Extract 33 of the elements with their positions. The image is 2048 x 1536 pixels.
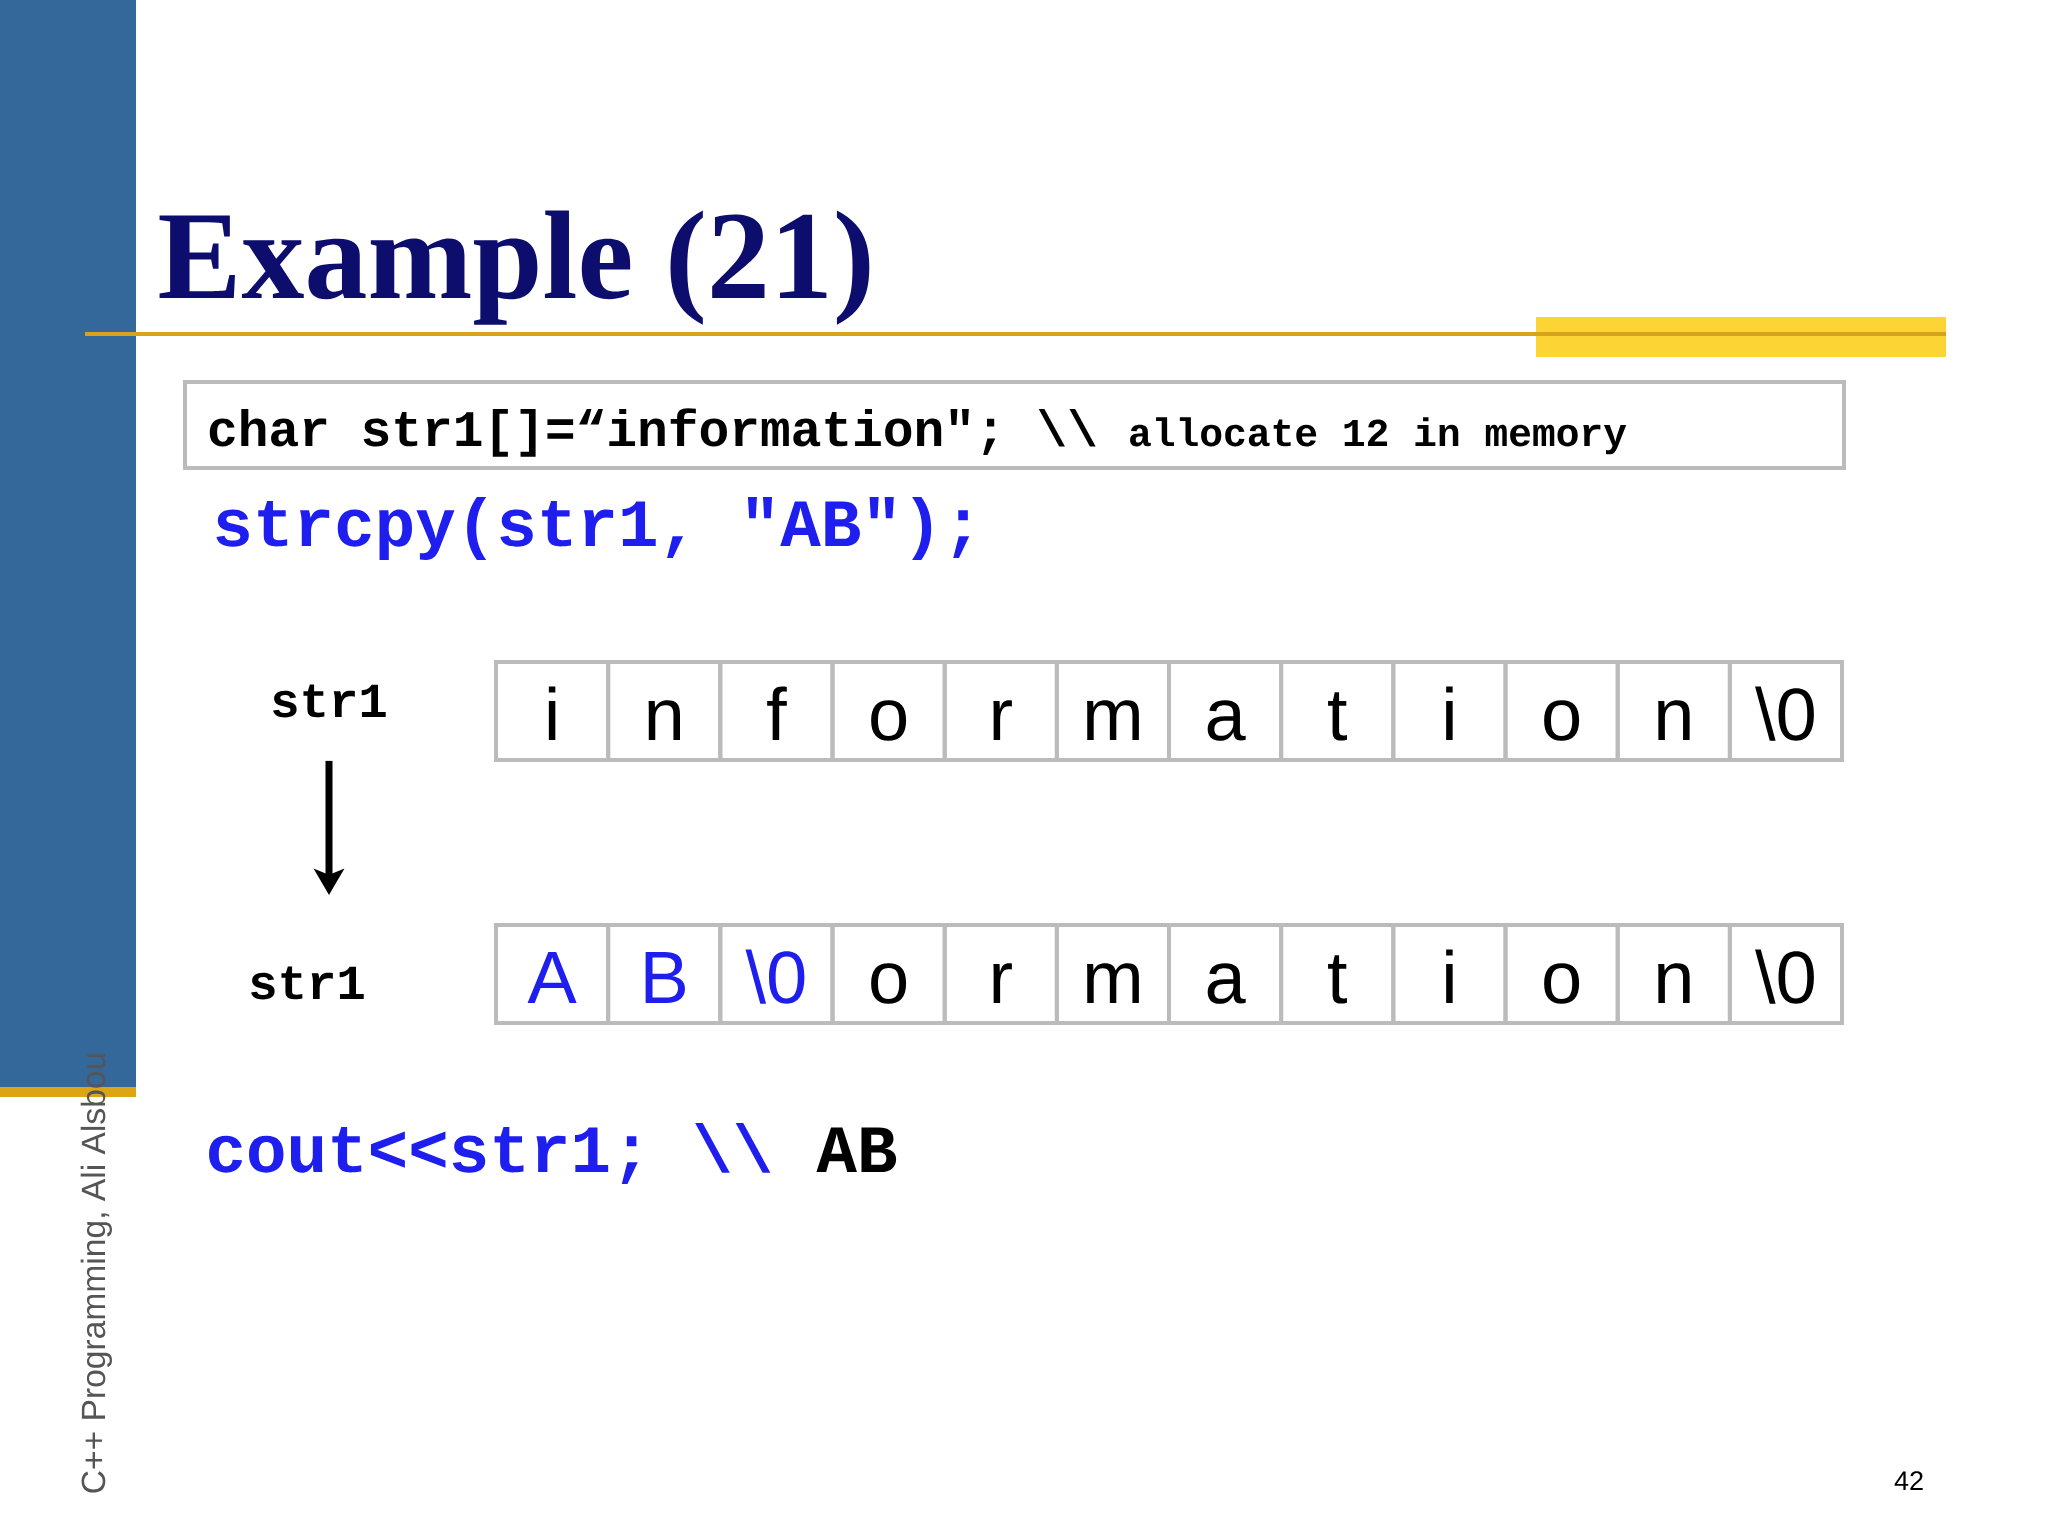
array-cell: i	[1391, 923, 1508, 1025]
array-cell: m	[1054, 660, 1171, 762]
code-line: strcpy(str1, "AB");	[216, 497, 970, 561]
code-box: char str1[]=“information"; \\ allocate 12 in memory	[183, 380, 1847, 470]
array-cell: \0	[718, 923, 835, 1025]
array-cell: f	[718, 660, 835, 762]
array-cell: i	[494, 660, 611, 762]
array-cell: a	[1167, 923, 1284, 1025]
array-cell: m	[1054, 923, 1171, 1025]
output-text: AB	[816, 1127, 897, 1172]
array-cell: o	[830, 660, 947, 762]
array-cell: o	[1503, 660, 1620, 762]
array-cell: r	[942, 923, 1059, 1025]
array-cell: a	[1167, 660, 1284, 762]
array-cell: B	[606, 923, 723, 1025]
array-cell: t	[1279, 923, 1396, 1025]
array-cell: o	[830, 923, 947, 1025]
array-cell: A	[494, 923, 611, 1025]
variable-label: str1	[273, 684, 386, 718]
array-cell: o	[1503, 923, 1620, 1025]
array-cell: n	[1615, 660, 1732, 762]
array-cell: i	[1391, 660, 1508, 762]
array-cell: n	[1615, 923, 1732, 1025]
variable-label: str1	[251, 966, 364, 1000]
title: Example (21)	[159, 210, 870, 325]
array-cell: t	[1279, 660, 1396, 762]
footer-text: C++ Programming, Ali Alsbou	[80, 1054, 112, 1493]
array-cell: n	[606, 660, 723, 762]
code-line: cout<<str1; \\	[209, 1123, 771, 1184]
page-number: 42	[1894, 1471, 1923, 1490]
array-cell: r	[942, 660, 1059, 762]
array-cell: \0	[1727, 660, 1844, 762]
array-cell: \0	[1727, 923, 1844, 1025]
